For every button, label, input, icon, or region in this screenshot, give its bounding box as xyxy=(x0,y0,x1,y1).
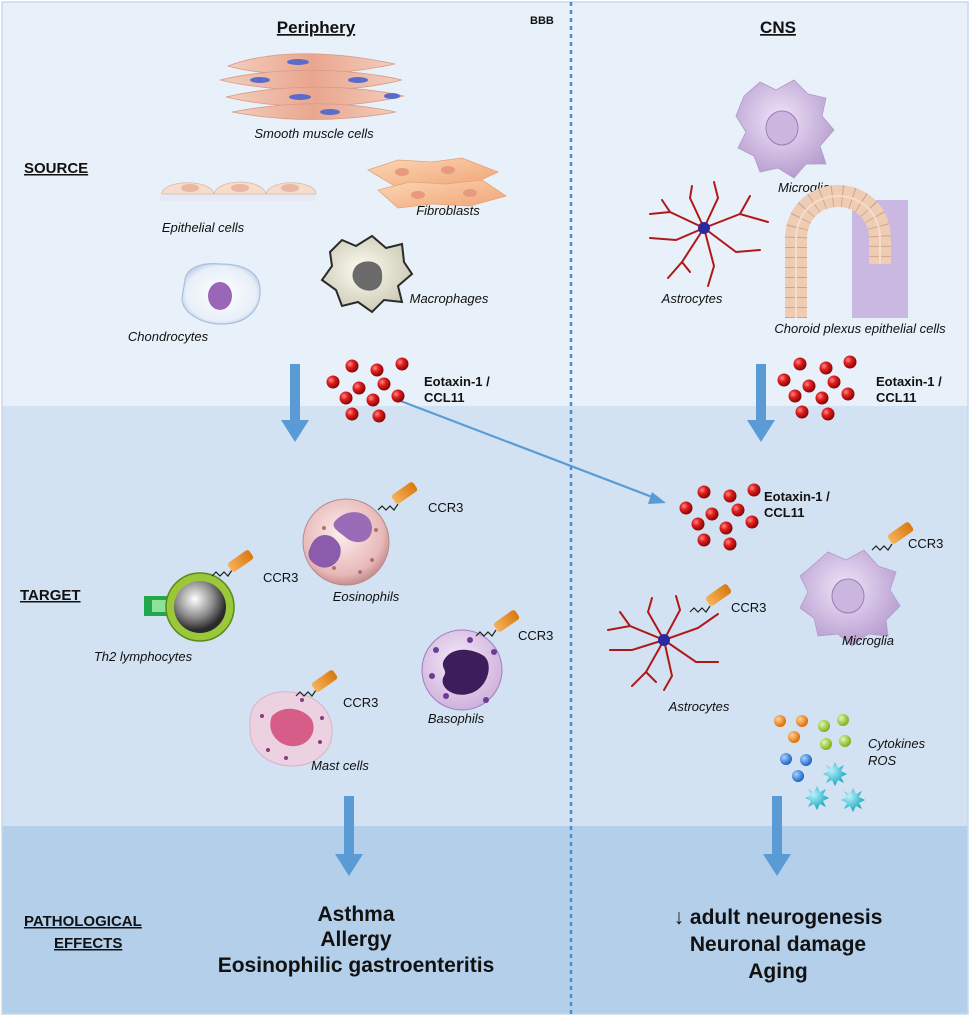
ccr3-receptor-eosinophil xyxy=(377,482,418,511)
eotaxin-label-periphery-line1: Eotaxin-1 / xyxy=(424,374,490,389)
chondrocytes-icon xyxy=(181,263,261,325)
source-label: SOURCE xyxy=(24,160,88,177)
ccr3-label-astrocyte: CCR3 xyxy=(731,600,766,615)
effects-label-line1: PATHOLOGICAL xyxy=(24,913,142,930)
effect-asthma: Asthma xyxy=(317,903,394,926)
astrocytes-target-label: Astrocytes xyxy=(668,699,730,714)
eotaxin-cluster-periphery xyxy=(326,357,409,423)
eotaxin-cluster-cns-target xyxy=(679,483,761,551)
ccr3-label-microglia: CCR3 xyxy=(908,536,943,551)
cns-arrow-target-effects xyxy=(763,796,791,876)
cns-arrow-source-target xyxy=(747,364,775,442)
fibroblasts-label: Fibroblasts xyxy=(416,203,480,218)
effect-eosinophilic-gastroenteritis: Eosinophilic gastroenteritis xyxy=(218,954,495,977)
ccr3-receptor-astrocyte xyxy=(689,584,732,613)
microglia-source-icon xyxy=(735,79,835,179)
target-label: TARGET xyxy=(20,587,81,604)
fibroblasts-icon xyxy=(367,157,507,209)
astrocyte-target-icon xyxy=(607,595,719,691)
microglia-target-label: Microglia xyxy=(842,633,894,648)
th2-label: Th2 lymphocytes xyxy=(94,649,193,664)
choroid-plexus-label: Choroid plexus epithelial cells xyxy=(774,321,946,336)
effect-aging: Aging xyxy=(748,960,807,983)
astrocyte-source-icon xyxy=(649,181,769,287)
ccr3-receptor-microglia xyxy=(871,522,914,551)
astrocytes-source-label: Astrocytes xyxy=(661,291,723,306)
ros-label: ROS xyxy=(868,753,897,768)
effects-label-line2: EFFECTS xyxy=(54,935,122,952)
ccr3-label-basophil: CCR3 xyxy=(518,628,553,643)
cns-header: CNS xyxy=(760,18,796,37)
effect-neuronal-damage: Neuronal damage xyxy=(690,933,866,956)
cytokines-ros-icon xyxy=(774,714,865,812)
basophil-icon xyxy=(421,629,503,711)
eotaxin-label-cns-target-line1: Eotaxin-1 / xyxy=(764,489,830,504)
ccr3-receptor-th2 xyxy=(211,550,254,577)
effects-band xyxy=(2,826,968,1014)
eosinophils-label: Eosinophils xyxy=(333,589,400,604)
epithelial-cells-icon xyxy=(160,181,317,201)
ccr3-receptor-mast xyxy=(295,670,338,697)
effect-allergy: Allergy xyxy=(320,928,392,951)
eotaxin-label-cns-source-line1: Eotaxin-1 / xyxy=(876,374,942,389)
macrophages-icon xyxy=(320,234,414,314)
choroid-plexus-icon xyxy=(785,184,908,318)
ccr3-label-th2: CCR3 xyxy=(263,570,298,585)
smooth-muscle-label: Smooth muscle cells xyxy=(254,126,374,141)
mast-cell-icon xyxy=(249,691,333,767)
bbb-crossing-arrow xyxy=(397,398,666,504)
chondrocytes-label: Chondrocytes xyxy=(128,329,209,344)
ccr3-label-eosinophil: CCR3 xyxy=(428,500,463,515)
effect-adult-neurogenesis: ↓ adult neurogenesis xyxy=(674,906,883,929)
mast-cells-label: Mast cells xyxy=(311,758,369,773)
basophils-label: Basophils xyxy=(428,711,485,726)
periphery-header: Periphery xyxy=(277,18,356,37)
cytokines-label: Cytokines xyxy=(868,736,926,751)
periphery-arrow-source-target xyxy=(281,364,309,442)
microglia-target-icon xyxy=(799,549,901,647)
eosinophil-icon xyxy=(302,498,390,586)
macrophages-label: Macrophages xyxy=(410,291,489,306)
smooth-muscle-cells-icon xyxy=(219,53,405,120)
ccr3-label-mast: CCR3 xyxy=(343,695,378,710)
periphery-arrow-target-effects xyxy=(335,796,363,876)
eotaxin-label-cns-target-line2: CCL11 xyxy=(764,505,804,520)
bbb-label: BBB xyxy=(530,15,554,27)
epithelial-label: Epithelial cells xyxy=(162,220,245,235)
eotaxin-cluster-cns-source xyxy=(777,355,857,421)
eotaxin-label-periphery-line2: CCL11 xyxy=(424,390,464,405)
th2-lymphocyte-icon xyxy=(144,572,235,642)
eotaxin-label-cns-source-line2: CCL11 xyxy=(876,390,916,405)
ccr3-receptor-basophil xyxy=(475,610,520,637)
